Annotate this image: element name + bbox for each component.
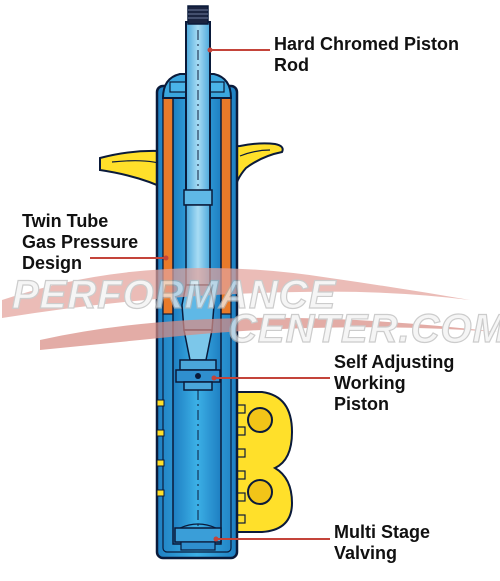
leader-lines xyxy=(90,49,330,540)
callout-twin-tube-line-3: Design xyxy=(22,253,83,273)
callout-twin-tube-line-1: Twin Tube xyxy=(22,211,109,231)
callout-working-piston-line-1: Self Adjusting xyxy=(334,352,455,372)
rod-thread xyxy=(187,5,209,25)
performance-center-watermark: PERFORMANCE CENTER.COM xyxy=(2,267,500,352)
callout-working-piston: Self Adjusting Working Piston xyxy=(334,352,454,415)
callout-twin-tube: Twin Tube Gas Pressure Design xyxy=(22,211,138,274)
callout-twin-tube-line-2: Gas Pressure xyxy=(22,232,139,252)
tube-rivets xyxy=(156,399,165,497)
watermark-line-2: CENTER.COM xyxy=(228,307,500,351)
bracket-bolt-hole-lower xyxy=(247,479,273,505)
callout-valving-line-1: Multi Stage xyxy=(334,522,431,542)
callout-working-piston-line-3: Piston xyxy=(334,394,390,414)
callout-piston-rod: Hard Chromed Piston Rod xyxy=(274,34,459,76)
callout-valving: Multi Stage Valving xyxy=(334,522,430,564)
bracket-bolt-hole-upper xyxy=(247,407,273,433)
base-valve xyxy=(174,523,222,551)
callout-piston-rod-line-1: Hard Chromed Piston xyxy=(274,34,460,54)
callout-piston-rod-line-2: Rod xyxy=(274,55,309,75)
watermark-line-1: PERFORMANCE xyxy=(12,273,337,317)
callout-working-piston-line-2: Working xyxy=(334,373,406,393)
callout-valving-line-2: Valving xyxy=(334,543,398,563)
mounting-bracket xyxy=(231,391,294,533)
